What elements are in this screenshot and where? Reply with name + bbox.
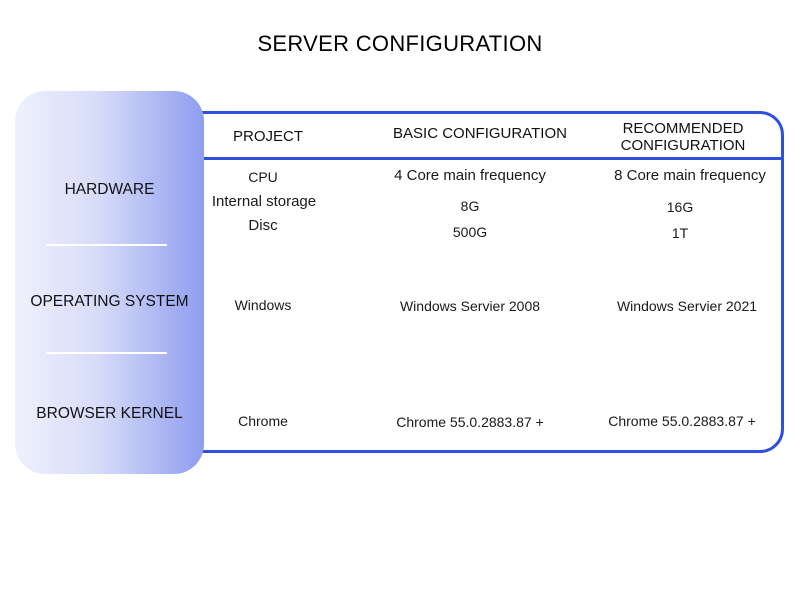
cell-basic-disc: 500G [452,224,488,240]
cell-basic-browser: Chrome 55.0.2883.87 + [396,414,544,430]
cell-recommended-browser: Chrome 55.0.2883.87 + [608,413,756,429]
config-table-frame [150,111,784,453]
column-header-project: PROJECT [232,128,303,145]
cell-basic-cpu: 4 Core main frequency [394,167,546,184]
cell-basic-storage: 8G [460,198,480,214]
category-divider [46,352,167,354]
category-divider [46,244,167,246]
cell-project-browser: Chrome [238,413,288,429]
header-divider [202,157,782,160]
cell-project-cpu: CPU [248,169,278,185]
category-browser-kernel: BROWSER KERNEL [36,405,183,422]
cell-project-disc: Disc [248,217,278,234]
category-panel [15,91,204,474]
cell-recommended-storage: 16G [666,199,694,215]
cell-project-storage: Internal storage [211,193,317,210]
cell-basic-os: Windows Servier 2008 [399,298,541,314]
cell-recommended-cpu: 8 Core main frequency [614,167,766,184]
cell-recommended-disc: 1T [671,225,689,241]
category-hardware: HARDWARE [64,181,155,198]
cell-recommended-os: Windows Servier 2021 [616,298,758,314]
column-header-recommended: RECOMMENDED CONFIGURATION [620,120,746,154]
cell-project-os: Windows [234,297,292,313]
column-header-basic: BASIC CONFIGURATION [393,125,567,142]
category-operating-system: OPERATING SYSTEM [30,293,189,310]
page-title: SERVER CONFIGURATION [257,31,543,56]
